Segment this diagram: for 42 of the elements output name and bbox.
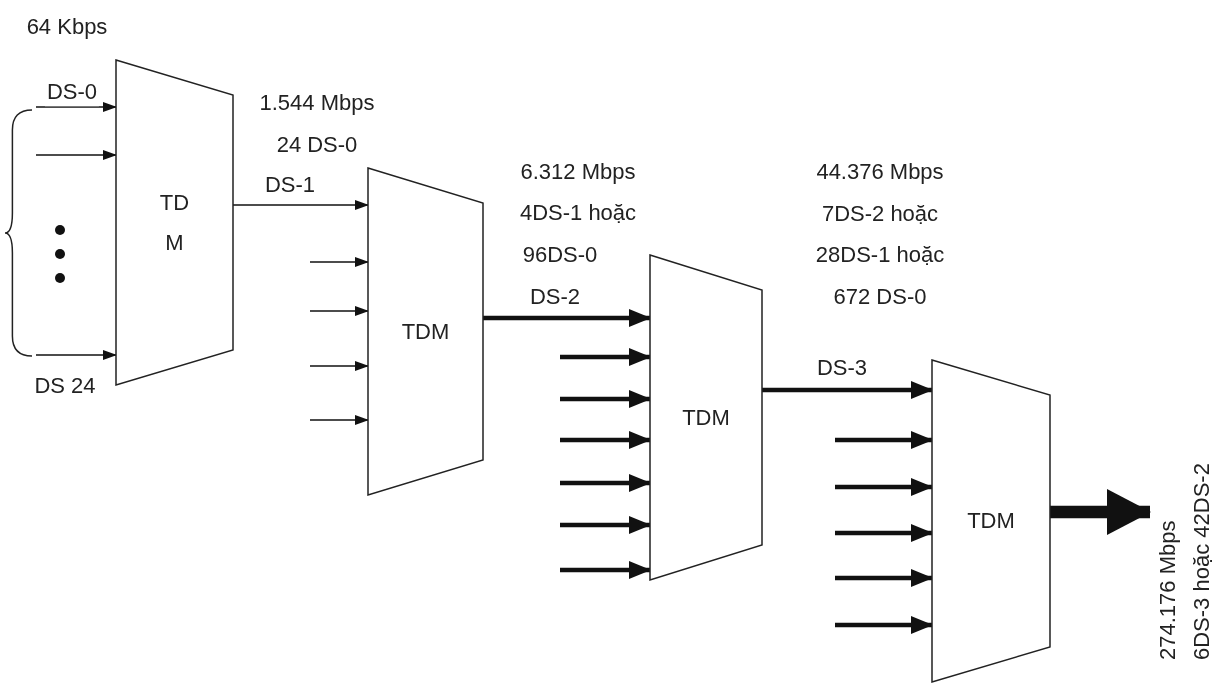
arrow [560,390,651,408]
arrow [560,348,651,366]
multiplexer-trapezoid [116,60,233,385]
rate-label: 64 Kbps [26,13,108,41]
rotated-rate-label: 6DS-3 hoặc 42DS-2 [1188,463,1215,660]
arrow [309,306,369,316]
multiplexer-trapezoid [368,168,483,495]
rate-label: 1.544 Mbps [259,89,375,117]
arrow [560,474,651,492]
arrow [483,309,651,327]
rate-label: 44.376 Mbps [816,158,944,186]
rate-label: 28DS-1 hoặc [815,241,945,269]
arrow [309,361,369,371]
arrow [762,381,933,399]
rate-label: 96DS-0 [522,241,598,269]
arrow [835,616,933,634]
rate-label: 24 DS-0 [276,131,358,159]
rotated-rate-label: 274.176 Mbps [1154,520,1181,660]
arrow [835,478,933,496]
node-label: TDM [400,317,451,346]
arrow [35,350,117,360]
arrow [309,257,369,267]
arrow [835,569,933,587]
arrow [560,431,651,449]
node-label: TDM [681,403,731,432]
rate-label: 6.312 Mbps [520,158,636,186]
rate-label: 4DS-1 hoặc [519,199,637,227]
arrow [835,524,933,542]
multiplexer-trapezoid [650,255,762,580]
multiplexer-trapezoid [932,360,1050,682]
arrow [835,431,933,449]
arrow [560,516,651,534]
node-label: TD M [158,188,191,257]
arrow [560,561,651,579]
curly-brace [4,108,32,358]
arrow [35,102,117,112]
node-label: TDM [966,507,1016,535]
arrow [1050,489,1151,535]
rate-label: 672 DS-0 [833,283,927,311]
arrow [35,150,117,160]
rate-label: 7DS-2 hoặc [821,200,939,228]
arrow [309,415,369,425]
